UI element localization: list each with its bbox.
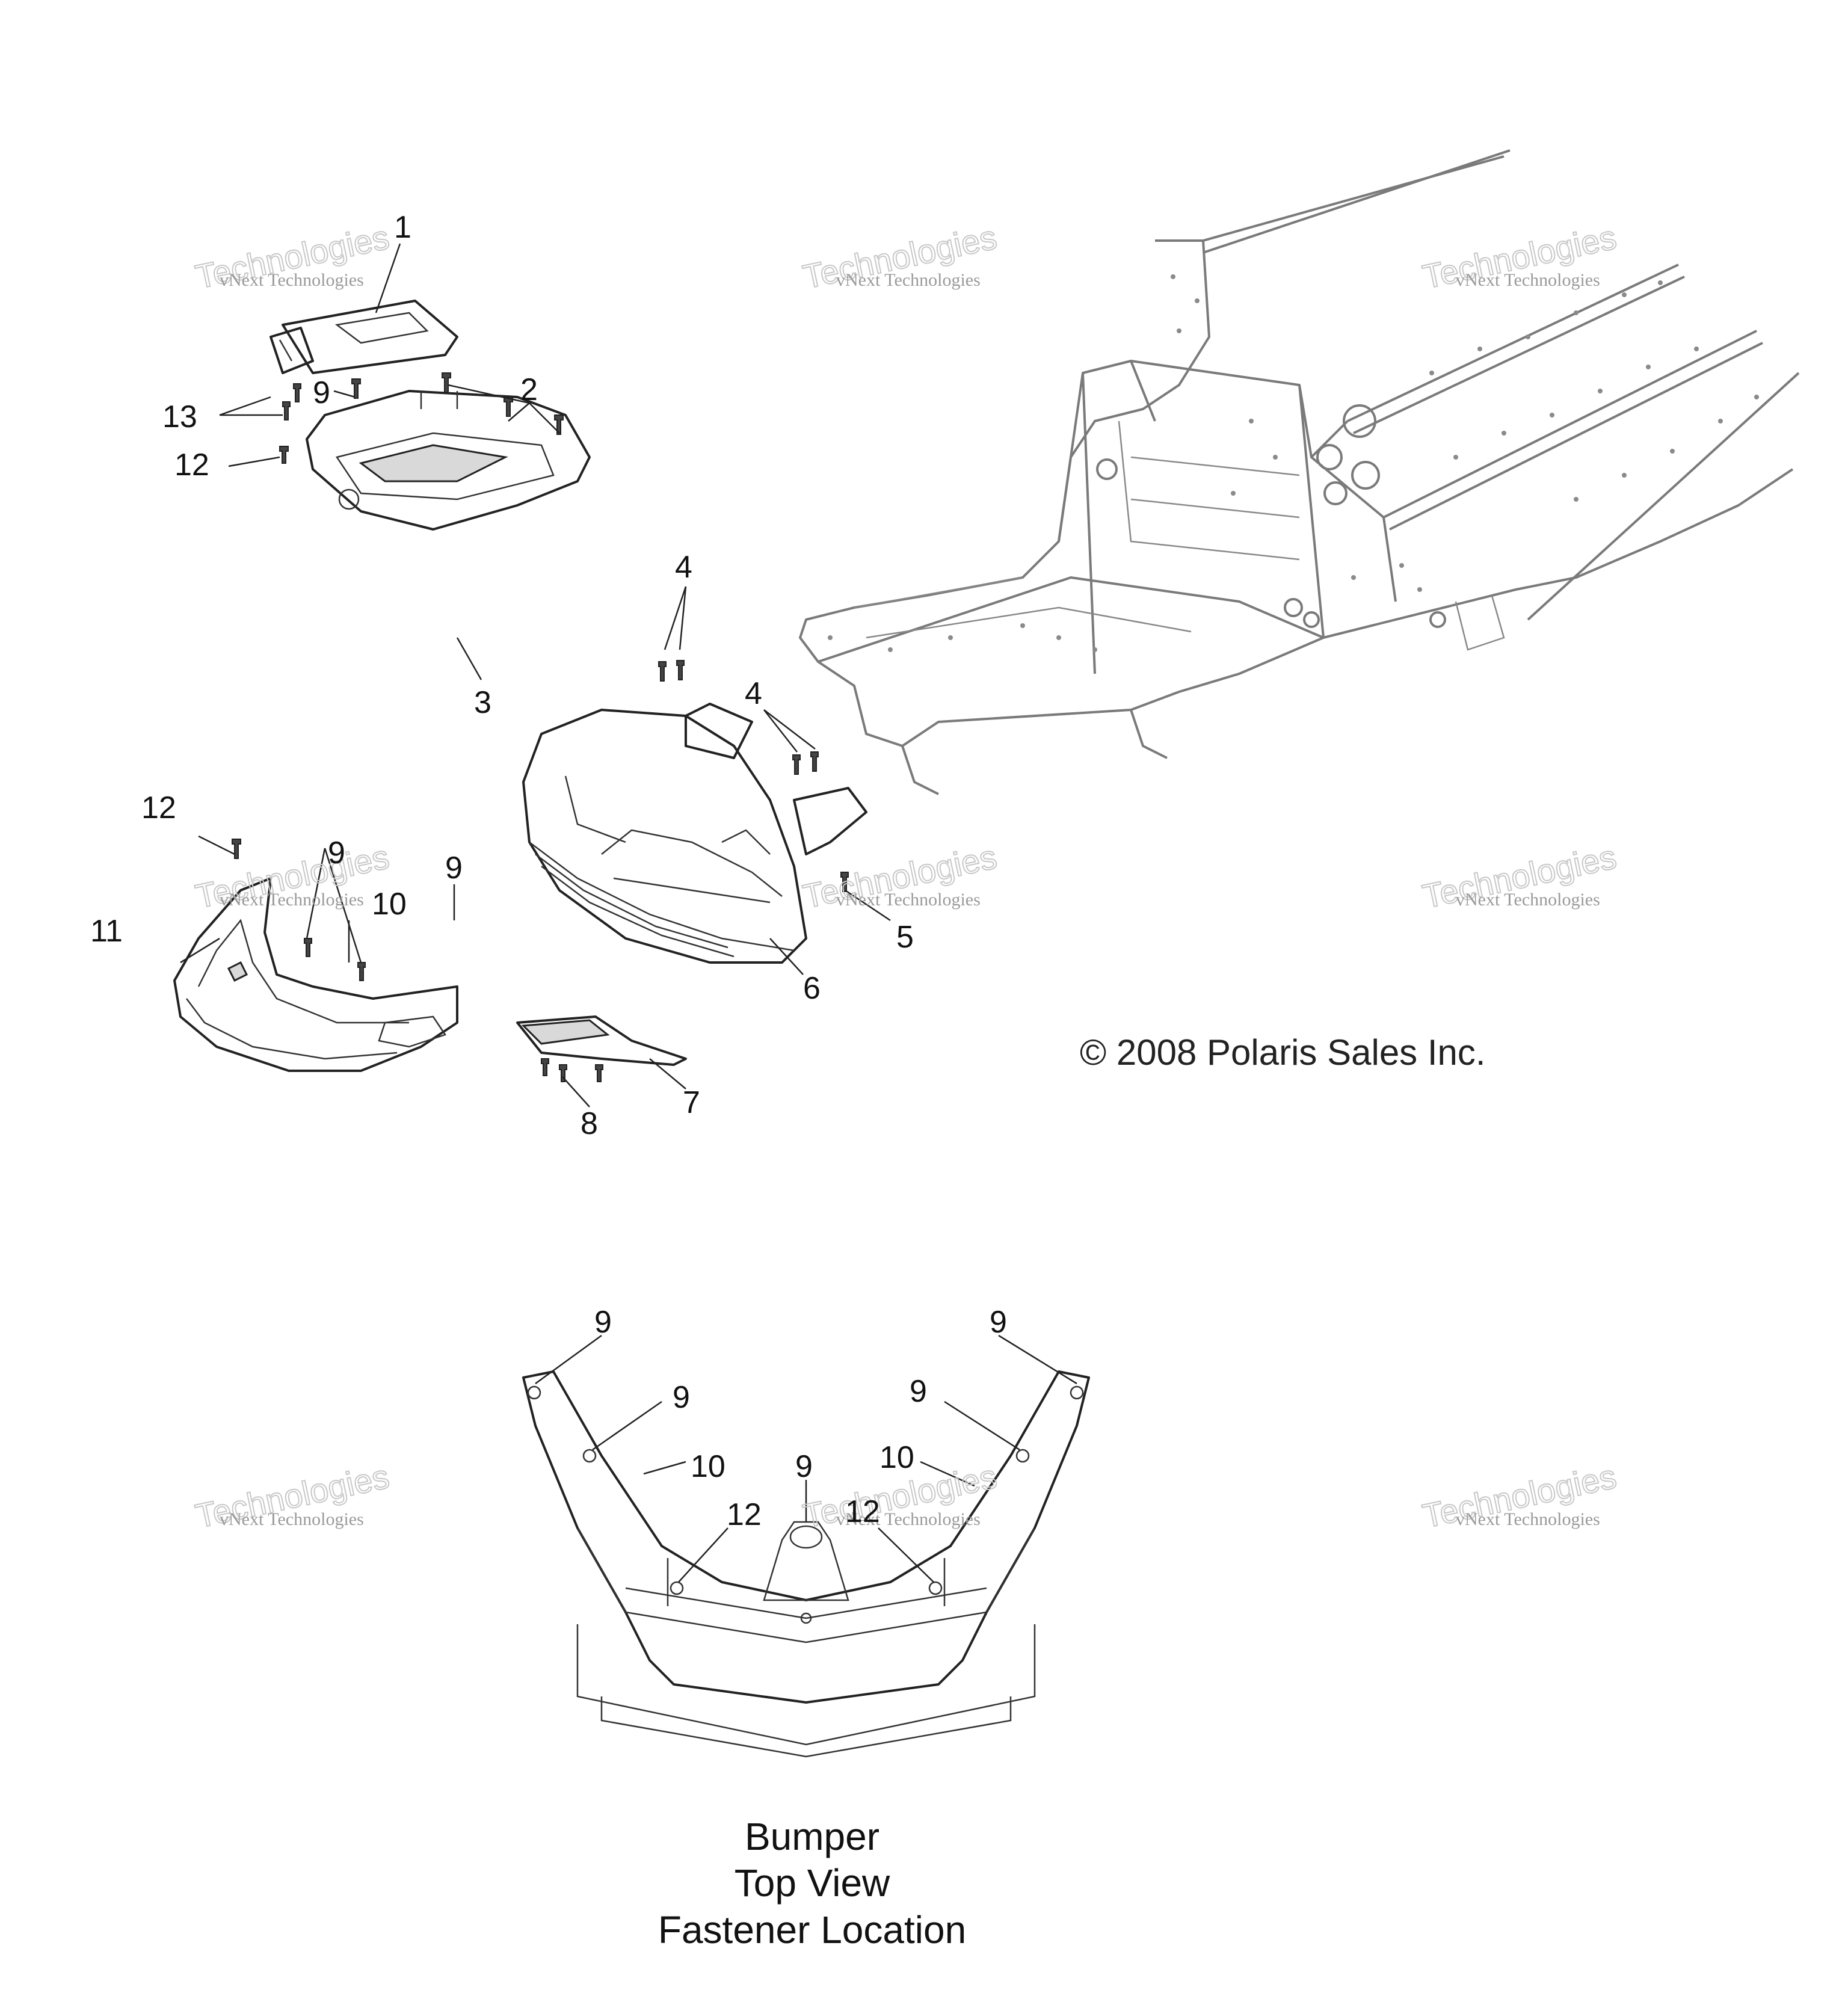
- callout-13: 13: [162, 399, 197, 434]
- top-callout-9-left-inner: 9: [673, 1380, 690, 1415]
- part-6-nose-pan: [522, 703, 867, 964]
- callout-7: 7: [683, 1085, 700, 1120]
- top-callout-9-right-inner: 9: [910, 1374, 927, 1409]
- callout-1: 1: [394, 210, 411, 245]
- callout-9-left: 9: [328, 836, 345, 870]
- watermark-company: vNext Technologies: [220, 1509, 364, 1529]
- callout-11: 11: [90, 914, 123, 949]
- watermark-company: vNext Technologies: [836, 1509, 981, 1529]
- top-callout-9-left-outer: 9: [594, 1305, 612, 1340]
- callout-9-right: 9: [445, 851, 463, 886]
- top-view-callouts: 9 9 9 9 9 10 10 12 12: [594, 1305, 1007, 1532]
- watermark-company: vNext Technologies: [836, 270, 981, 290]
- callout-2: 2: [520, 372, 538, 407]
- leader-lines: [180, 243, 1077, 1583]
- part-11-bumper: [173, 877, 458, 1072]
- callout-4-upper: 4: [675, 550, 692, 585]
- part-7-skid-plate: [516, 1015, 687, 1066]
- part-1-plate: [282, 300, 458, 374]
- callout-12-upper: 12: [174, 448, 209, 482]
- bumper-top-view: [522, 1370, 1090, 1758]
- chassis-frame: [799, 149, 1800, 795]
- caption: Bumper Top View Fastener Location: [658, 1815, 966, 1951]
- watermark-company: vNext Technologies: [220, 270, 364, 290]
- callout-9-top: 9: [313, 375, 330, 410]
- callout-6: 6: [803, 971, 821, 1006]
- part-3-cover: [306, 390, 591, 531]
- callout-3: 3: [474, 685, 491, 720]
- top-callout-12-right: 12: [845, 1494, 880, 1529]
- top-callout-10-left: 10: [691, 1449, 725, 1484]
- caption-line-2: Top View: [735, 1861, 890, 1905]
- part-13-bracket: [270, 327, 314, 374]
- watermark-company: vNext Technologies: [1456, 270, 1600, 290]
- callout-10: 10: [372, 887, 407, 922]
- callouts: 1 2 3 4 4 5 6 7 8 9 9 9 10 11 12 12 13: [90, 210, 914, 1141]
- watermark-company: vNext Technologies: [1456, 890, 1600, 910]
- caption-line-3: Fastener Location: [658, 1908, 966, 1951]
- watermark-company: vNext Technologies: [836, 890, 981, 910]
- callout-12-lower: 12: [141, 790, 176, 825]
- callout-8: 8: [581, 1106, 598, 1141]
- caption-line-1: Bumper: [745, 1815, 879, 1858]
- callout-4-lower: 4: [745, 676, 762, 711]
- fasteners-upper: [232, 372, 849, 1082]
- watermark-company: vNext Technologies: [220, 890, 364, 910]
- copyright-notice: © 2008 Polaris Sales Inc.: [1080, 1032, 1486, 1073]
- top-callout-9-right-outer: 9: [990, 1305, 1007, 1340]
- top-callout-12-left: 12: [727, 1497, 762, 1532]
- callout-5: 5: [896, 920, 914, 955]
- watermarks: Technologies vNext Technologies Technolo…: [191, 217, 1620, 1536]
- top-callout-9-center: 9: [795, 1449, 813, 1484]
- top-callout-10-right: 10: [879, 1440, 914, 1475]
- watermark-company: vNext Technologies: [1456, 1509, 1600, 1529]
